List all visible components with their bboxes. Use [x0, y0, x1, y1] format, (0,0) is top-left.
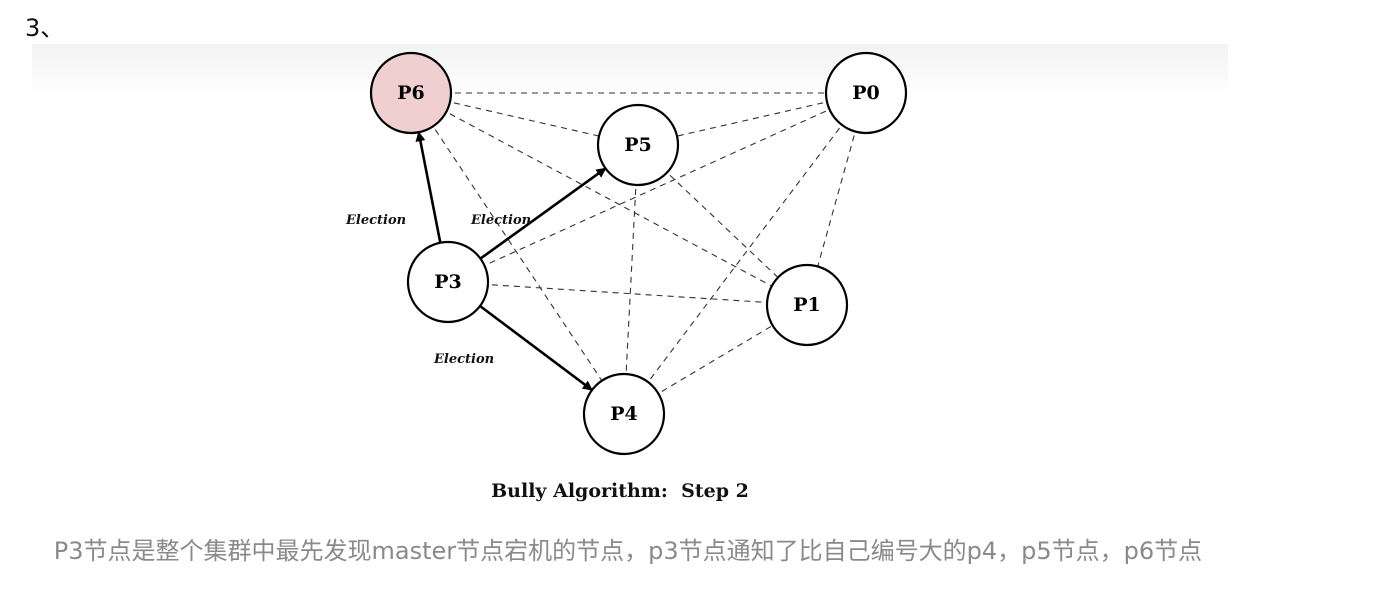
node-p6: P6 — [369, 51, 453, 135]
election-arrow-p4 — [479, 304, 593, 391]
node-p0: P0 — [824, 51, 908, 135]
node-circle — [824, 51, 908, 135]
node-circle — [596, 103, 680, 187]
election-label: Election — [470, 213, 531, 228]
node-label: P6 — [397, 82, 425, 104]
diagram-title: Bully Algorithm: Step 2 — [491, 480, 749, 502]
node-label: P1 — [793, 294, 821, 316]
election-arrow-p6 — [415, 131, 442, 243]
node-label: P5 — [624, 134, 652, 156]
edge-p6-p4 — [410, 92, 625, 415]
election-arrow-p5 — [479, 167, 607, 260]
caption: P3节点是整个集群中最先发现master节点宕机的节点，p3节点通知了比自己编号… — [53, 537, 1203, 565]
step-number: 3、 — [25, 14, 65, 42]
election-label: Election — [433, 352, 494, 367]
node-p5: P5 — [596, 103, 680, 187]
node-label: P4 — [610, 403, 638, 425]
figure-background — [32, 44, 1228, 96]
node-label: P0 — [852, 82, 880, 104]
election-label: Election — [345, 213, 406, 228]
node-circle — [369, 51, 453, 135]
node-circle — [406, 240, 490, 324]
node-p4: P4 — [582, 372, 666, 456]
edge-p6-p1 — [410, 92, 808, 306]
node-circle — [765, 263, 849, 347]
node-label: P3 — [434, 271, 462, 293]
node-p3: P3 — [406, 240, 490, 324]
edge-p0-p4 — [623, 92, 867, 415]
node-p1: P1 — [765, 263, 849, 347]
edge-p5-p4 — [623, 144, 639, 415]
node-circle — [582, 372, 666, 456]
edge-p3-p1 — [447, 281, 808, 306]
